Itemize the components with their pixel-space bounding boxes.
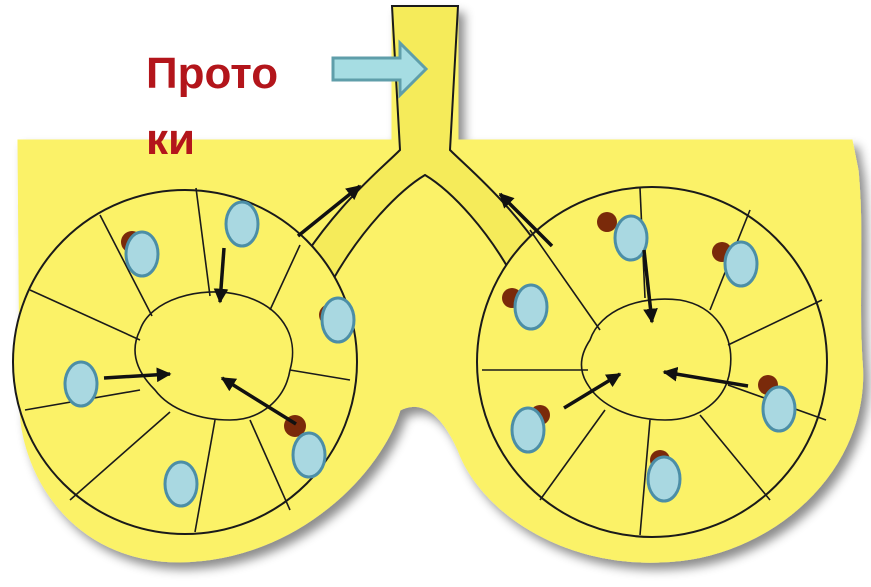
ducts-label-line-1: Прото: [146, 52, 278, 96]
nucleus-oval-icon: [615, 216, 647, 260]
nucleus-oval-icon: [65, 362, 97, 406]
nucleus-oval-icon: [763, 387, 795, 431]
nucleus-oval-icon: [515, 285, 547, 329]
nucleus-oval-icon: [725, 242, 757, 286]
secretion-granule: [597, 212, 617, 232]
nucleus-oval-icon: [126, 232, 158, 276]
nucleus-oval-icon: [322, 298, 354, 342]
nucleus-oval-icon: [165, 462, 197, 506]
nucleus-oval-icon: [226, 202, 258, 246]
nucleus-oval-icon: [293, 433, 325, 477]
nucleus-oval-icon: [648, 457, 680, 501]
ducts-label-line-2: ки: [146, 118, 195, 162]
nucleus-oval-icon: [512, 408, 544, 452]
